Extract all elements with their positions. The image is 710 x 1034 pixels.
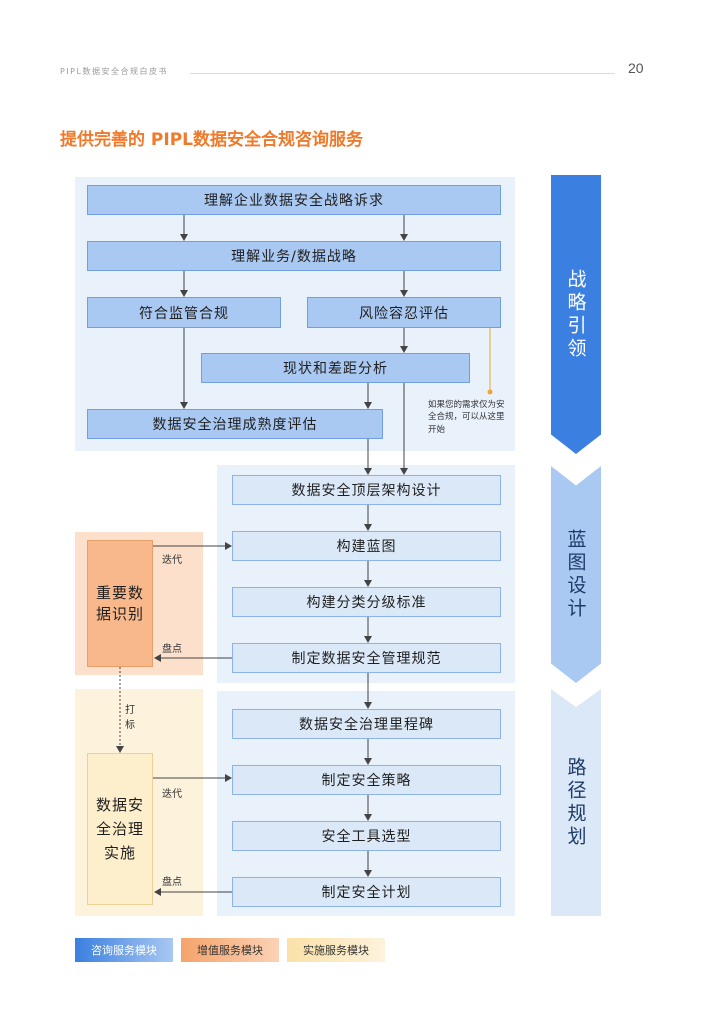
phase-blueprint-label: 蓝图设计 bbox=[564, 528, 587, 621]
page-number: 20 bbox=[628, 60, 644, 76]
legend-consult: 咨询服务模块 bbox=[75, 938, 173, 962]
legend-implementation: 实施服务模块 bbox=[287, 938, 385, 962]
label-iterate-2: 迭代 bbox=[162, 789, 182, 800]
compliance-note: 如果您的需求仅为安全合规，可以从这里开始 bbox=[428, 400, 505, 435]
legend-value-added: 增值服务模块 bbox=[181, 938, 279, 962]
step-security-plan: 制定安全计划 bbox=[232, 877, 501, 907]
step-tool-selection: 安全工具选型 bbox=[232, 821, 501, 851]
label-iterate-1: 迭代 bbox=[162, 555, 182, 566]
step-understand-strategy: 理解企业数据安全战略诉求 bbox=[87, 185, 501, 215]
phase-blueprint: 蓝图设计 bbox=[551, 466, 601, 683]
step-top-architecture: 数据安全顶层架构设计 bbox=[232, 475, 501, 505]
header-divider bbox=[190, 73, 615, 74]
step-classification-standard: 构建分类分级标准 bbox=[232, 587, 501, 617]
step-maturity-assessment: 数据安全治理成熟度评估 bbox=[87, 409, 383, 439]
step-gap-analysis: 现状和差距分析 bbox=[201, 353, 470, 383]
step-build-blueprint: 构建蓝图 bbox=[232, 531, 501, 561]
step-regulatory-compliance: 符合监管合规 bbox=[87, 297, 281, 328]
label-inventory-1: 盘点 bbox=[162, 644, 182, 655]
step-security-policy: 制定安全策略 bbox=[232, 765, 501, 795]
important-data-identification: 重要数据识别 bbox=[87, 540, 153, 667]
phase-strategy: 战略引领 bbox=[551, 175, 601, 454]
step-milestones: 数据安全治理里程碑 bbox=[232, 709, 501, 739]
phase-strategy-label: 战略引领 bbox=[564, 268, 587, 361]
phase-roadmap-label: 路径规划 bbox=[564, 756, 587, 849]
label-tag: 打标 bbox=[125, 705, 135, 731]
phase-roadmap: 路径规划 bbox=[551, 689, 601, 916]
label-inventory-2: 盘点 bbox=[162, 877, 182, 888]
governance-implementation: 数据安全治理实施 bbox=[87, 753, 153, 905]
header-title: PIPL数据安全合规白皮书 bbox=[60, 67, 168, 76]
step-management-spec: 制定数据安全管理规范 bbox=[232, 643, 501, 673]
section-title: 提供完善的 PIPL数据安全合规咨询服务 bbox=[60, 130, 363, 150]
step-risk-tolerance: 风险容忍评估 bbox=[307, 297, 501, 328]
step-business-data-strategy: 理解业务/数据战略 bbox=[87, 241, 501, 271]
